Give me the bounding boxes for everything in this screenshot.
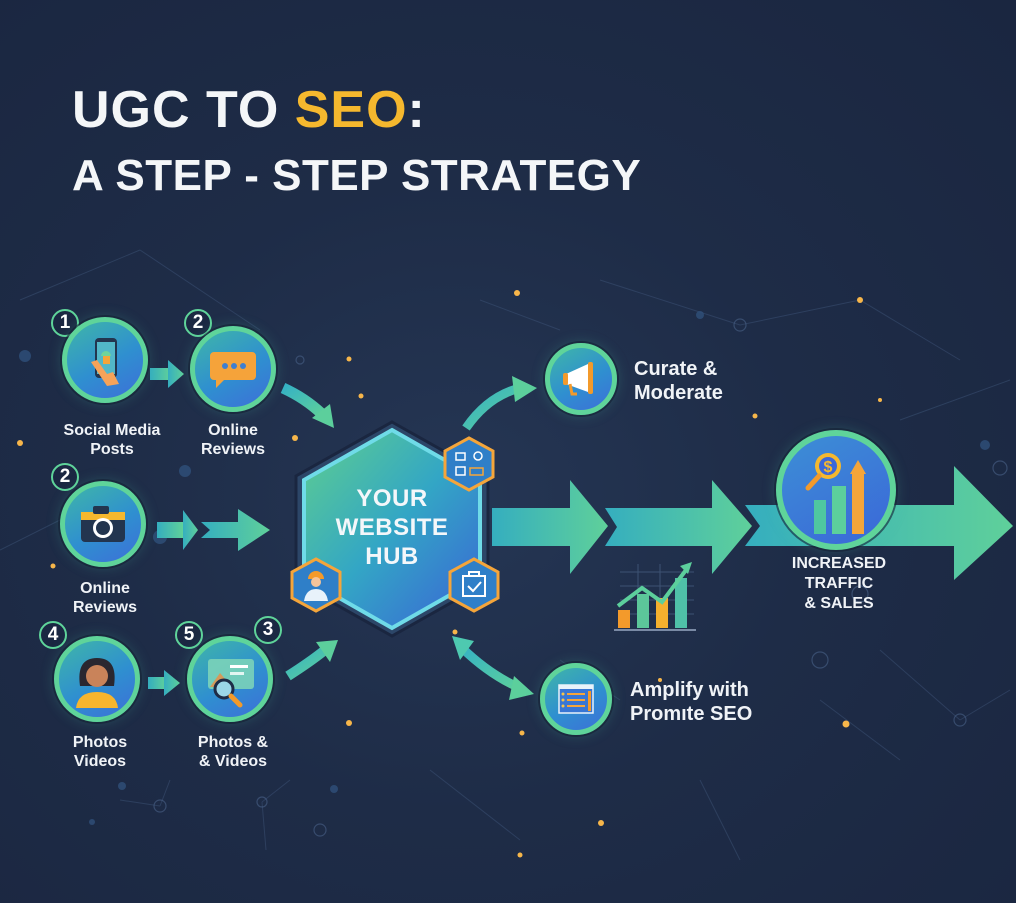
page-title: UGC TO SEO:	[72, 80, 426, 140]
result-line: INCREASED	[791, 555, 887, 572]
photos-videos-label: Photos Videos	[52, 733, 148, 771]
label-line: Videos	[73, 753, 127, 770]
arrow-1-to-2	[150, 360, 184, 388]
amplify-node[interactable]	[540, 663, 612, 735]
step-badge-3: 3	[254, 616, 282, 644]
big-arrow-2	[605, 480, 752, 574]
amplify-label: Amplify with Promıte SEO	[630, 678, 752, 726]
chat-bubble-icon	[210, 352, 256, 388]
hub-line: WEBSITE	[335, 514, 449, 541]
label-line: Photos	[72, 734, 128, 751]
website-hub[interactable]	[290, 418, 494, 640]
camera-icon	[81, 506, 125, 542]
megaphone-icon	[563, 362, 593, 396]
label-line: Online	[208, 422, 258, 439]
camera-node[interactable]	[60, 481, 146, 567]
curate-label: Curate & Moderate	[634, 357, 723, 405]
result-label: INCREASED TRAFFIC & SALES	[775, 554, 903, 614]
svg-text:$: $	[824, 459, 833, 476]
title-highlight: SEO	[294, 81, 408, 139]
dollar-growth-chart-icon: $	[805, 453, 866, 534]
curate-node[interactable]	[545, 343, 617, 415]
label-line: Reviews	[200, 441, 266, 458]
step-badge-4: 4	[39, 621, 67, 649]
seo-checklist-icon	[558, 684, 594, 714]
label-line: Posts	[90, 441, 134, 458]
title-suffix: :	[407, 81, 426, 139]
hub-line: YOUR	[356, 485, 428, 512]
social-media-label: Social Media Posts	[58, 421, 166, 459]
result-line: & SALES	[804, 595, 874, 612]
step-badge-2b: 2	[51, 463, 79, 491]
label-line: Curate &	[634, 358, 718, 380]
workflow-icon	[443, 436, 495, 492]
label-line: Promıte SEO	[630, 703, 753, 725]
label-line: Social Media	[63, 422, 161, 439]
label-line: Moderate	[634, 382, 723, 404]
shopping-bag-check-icon	[448, 557, 500, 613]
person-avatar-icon	[76, 658, 118, 708]
step-badge-5: 5	[175, 621, 203, 649]
label-line: Online	[80, 580, 130, 597]
label-line: & Videos	[198, 753, 268, 770]
person-node[interactable]	[54, 636, 140, 722]
page-subtitle: A STEP - STEP STRATEGY	[72, 151, 642, 200]
result-node[interactable]: $	[776, 430, 896, 550]
social-media-node[interactable]	[62, 317, 148, 403]
result-line: TRAFFIC	[804, 575, 874, 592]
image-search-node[interactable]	[187, 636, 273, 722]
step-badge-2: 2	[184, 309, 212, 337]
image-search-icon	[208, 659, 254, 708]
title-prefix: UGC TO	[72, 81, 295, 139]
photos-and-videos-label: Photos & & Videos	[188, 733, 278, 771]
bar-growth-chart-icon	[614, 562, 696, 631]
label-line: Reviews	[72, 599, 138, 616]
hub-title: YOUR WEBSITE HUB	[290, 484, 494, 571]
online-reviews-node[interactable]	[190, 326, 276, 412]
worker-icon	[290, 557, 342, 613]
online-reviews-2-label: Online Reviews	[60, 579, 150, 617]
phone-hand-icon	[91, 338, 119, 386]
label-line: Amplify with	[630, 679, 749, 701]
online-reviews-label: Online Reviews	[185, 421, 281, 459]
hub-line: HUB	[365, 543, 419, 570]
label-line: Photos &	[197, 734, 269, 751]
big-arrow-1	[492, 480, 608, 574]
